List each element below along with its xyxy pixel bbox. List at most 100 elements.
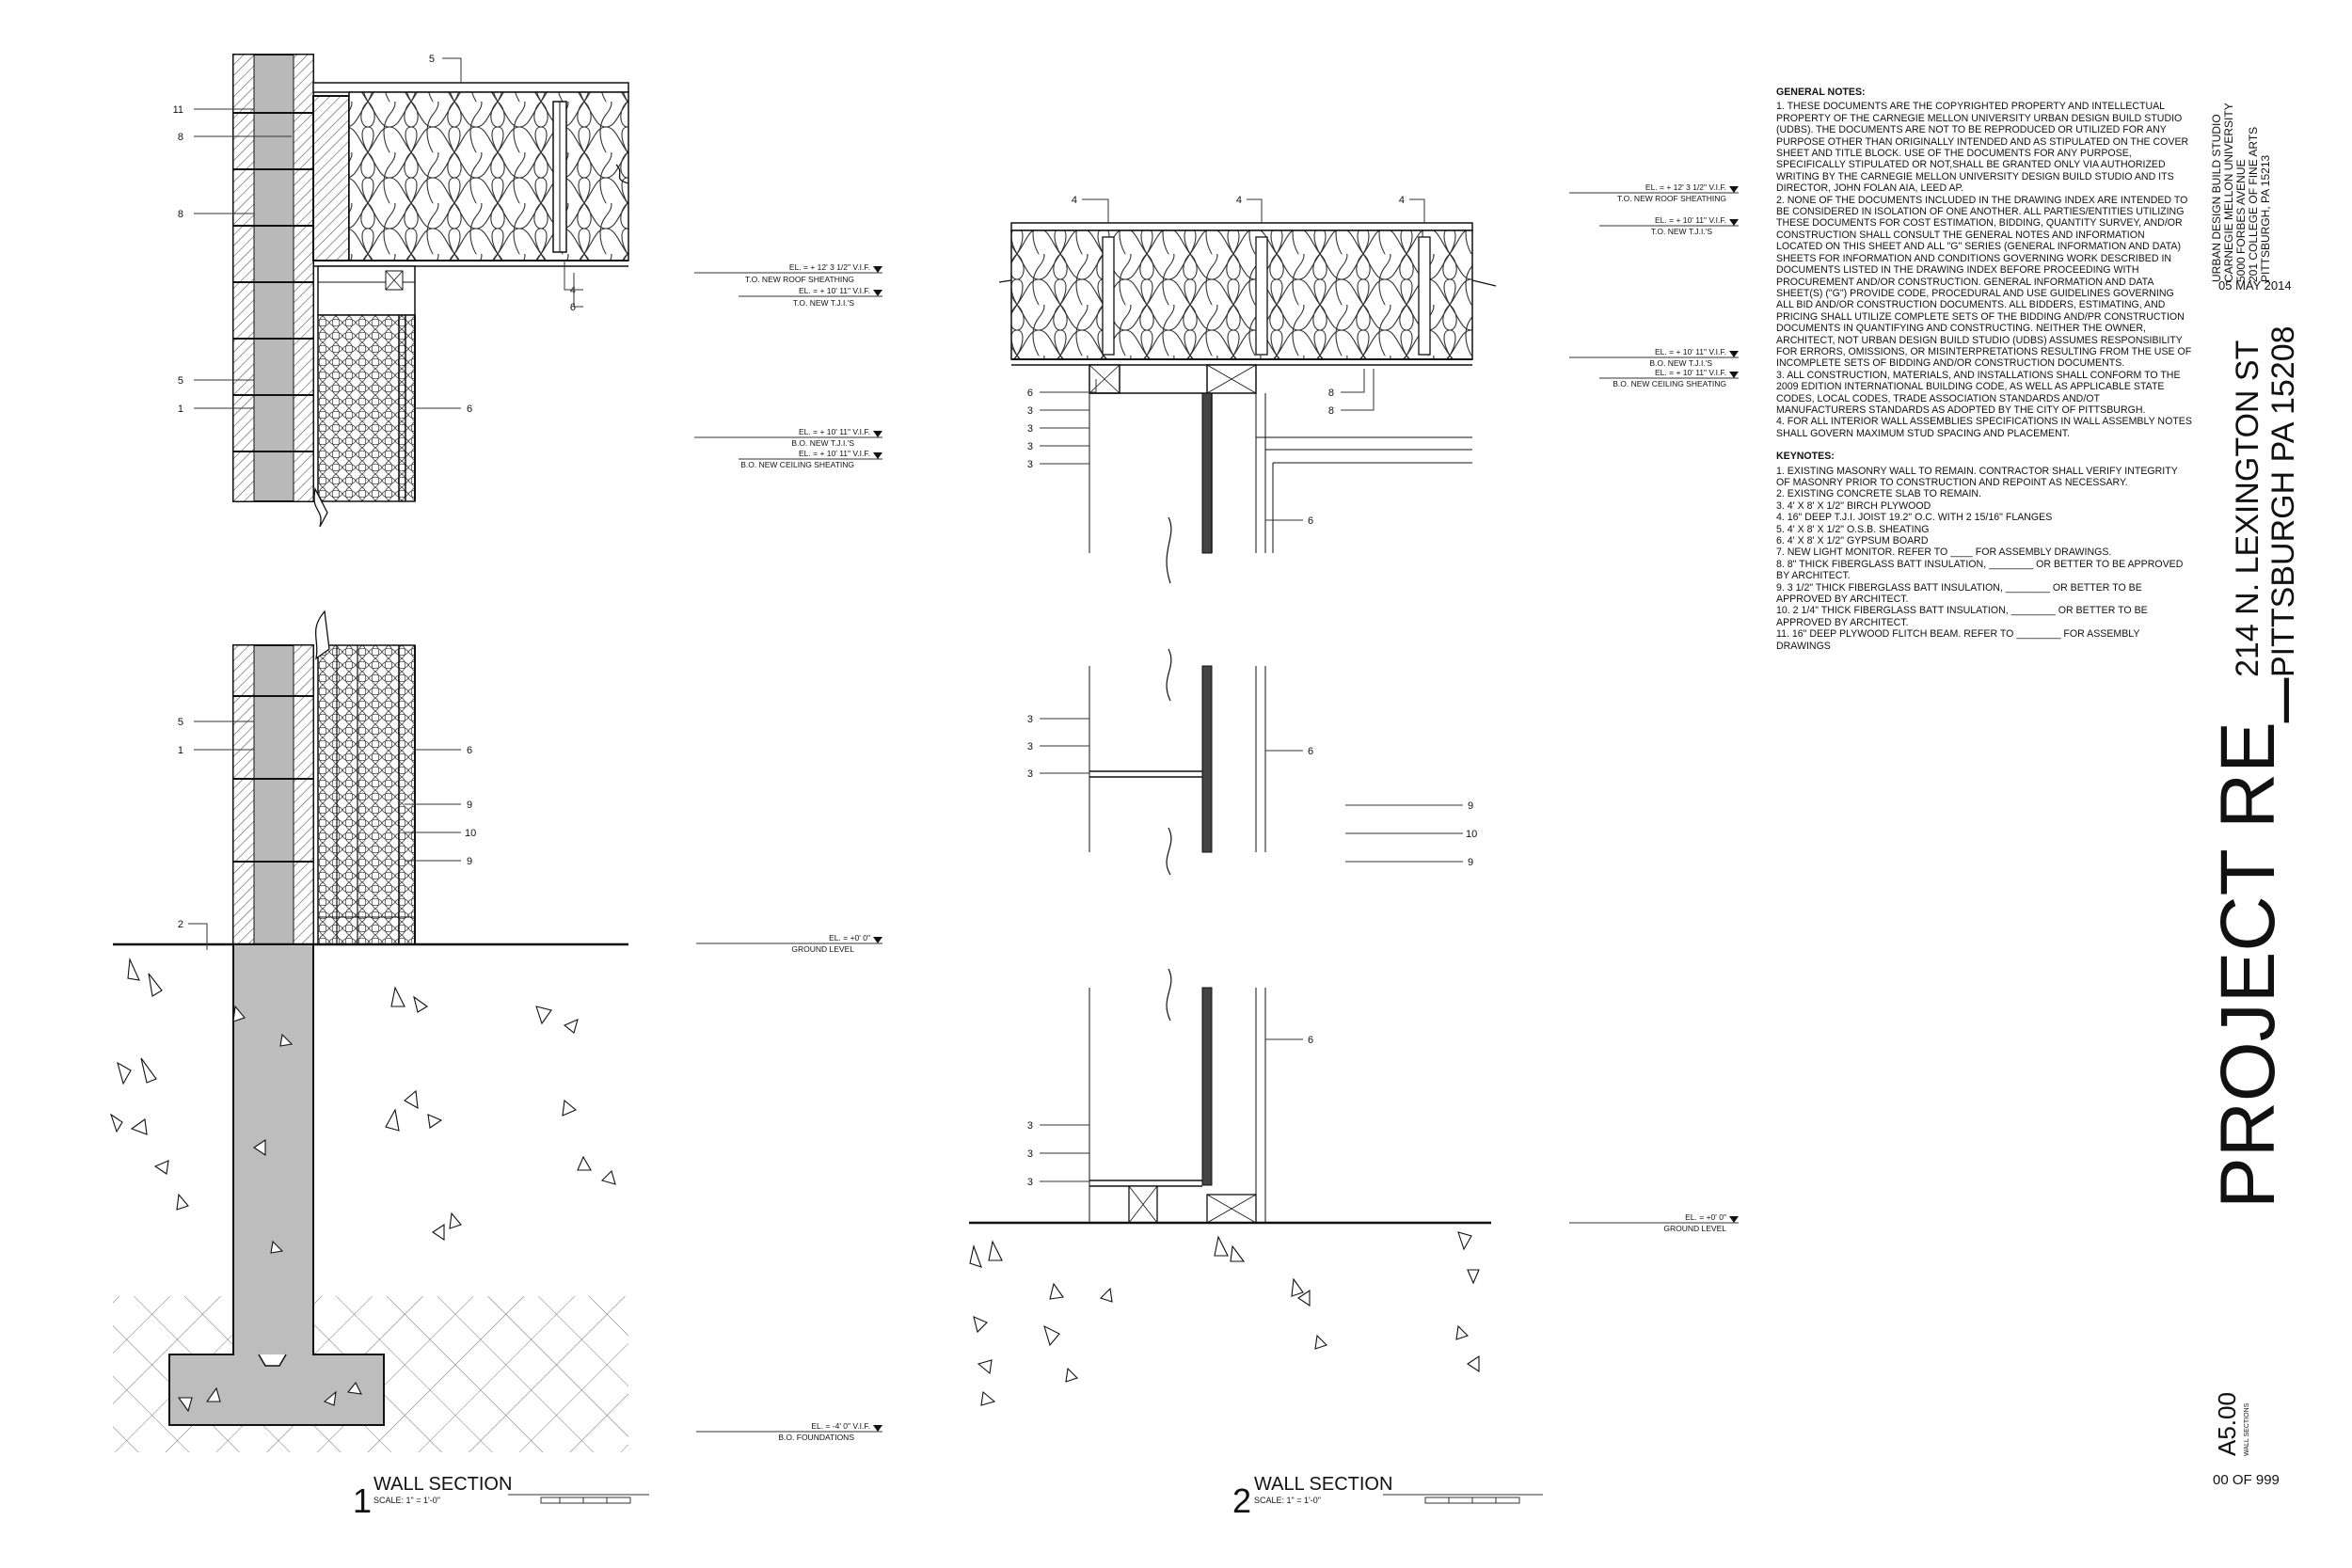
keynote: 4. 16" DEEP T.J.I. JOIST 19.2" O.C. WITH…	[1776, 512, 2053, 524]
callout: 8	[1328, 388, 1334, 399]
elevation-value: EL. = +0' 0"	[829, 933, 870, 942]
issue-date: 05 MAY 2014	[2218, 278, 2292, 293]
section-2-title-block: 2 WALL SECTION SCALE: 1" = 1'-0"	[1232, 1474, 1392, 1520]
elevation-label: GROUND LEVEL	[1663, 1224, 1726, 1233]
sheet-title: WALL SECTIONS	[2244, 1402, 2250, 1456]
callout: 10	[1466, 829, 1477, 840]
elevation-value: EL. = + 10' 11" V.I.F.	[799, 427, 870, 436]
section-1-elevations: EL. = + 12' 3 1/2" V.I.F. T.O. NEW ROOF …	[740, 262, 870, 1442]
section-1-callouts: 11 8 8 5 1 5 4 6 6 5 1 6 9 10 9 2	[173, 54, 576, 930]
keynote: 7. NEW LIGHT MONITOR. REFER TO ____ FOR …	[1776, 546, 2112, 559]
keynote: 2. EXISTING CONCRETE SLAB TO REMAIN.	[1776, 488, 1982, 500]
keynote: 11. 16" DEEP PLYWOOD FLITCH BEAM. REFER …	[1776, 628, 2140, 652]
elevation-value: EL. = + 10' 11" V.I.F.	[1655, 347, 1726, 356]
general-note: 1. THESE DOCUMENTS ARE THE COPYRIGHTED P…	[1776, 101, 2189, 195]
section-number: 2	[1232, 1481, 1251, 1520]
callout: 4	[1072, 195, 1077, 206]
address-line: PITTSBURGH PA 15208	[2265, 325, 2301, 677]
keynote: 8. 8" THICK FIBERGLASS BATT INSULATION, …	[1776, 558, 2184, 582]
callout: 3	[1027, 741, 1033, 752]
elevation-label: B.O. NEW CEILING SHEATING	[1613, 379, 1726, 388]
callout: 8	[178, 209, 183, 220]
callout: 3	[1027, 768, 1033, 780]
callout: 3	[1027, 1177, 1033, 1188]
keynote: 3. 4' X 8' X 1/2" BIRCH PLYWOOD	[1776, 499, 1931, 512]
studio-line: PITTSBURGH, PA 15213	[2259, 154, 2272, 282]
keynote: 10. 2 1/4" THICK FIBERGLASS BATT INSULAT…	[1776, 605, 2148, 628]
section-1-drawing	[109, 54, 882, 1452]
callout: 3	[1027, 423, 1033, 435]
project-name: PROJECT RE_	[2205, 678, 2291, 1209]
callout: 2	[178, 919, 183, 930]
callout: 10	[465, 828, 476, 839]
callout: 6	[467, 404, 472, 415]
section-1-title-block: 1 WALL SECTION SCALE: 1" = 1'-0"	[353, 1474, 512, 1520]
callout: 8	[1328, 405, 1334, 417]
section-title: WALL SECTION	[1254, 1474, 1392, 1495]
callout: 6	[467, 745, 472, 756]
project-address: 214 N. LEXINGTON ST PITTSBURGH PA 15208	[2230, 325, 2301, 677]
elevation-value: EL. = -4' 0" V.I.F.	[811, 1421, 870, 1431]
callout: 5	[178, 717, 183, 728]
elevation-value: EL. = + 10' 11" V.I.F.	[799, 286, 870, 295]
elevation-label: GROUND LEVEL	[791, 944, 854, 954]
address-line: 214 N. LEXINGTON ST	[2230, 340, 2265, 677]
notes-panel: GENERAL NOTES: 1. THESE DOCUMENTS ARE TH…	[1776, 87, 2192, 652]
callout: 9	[467, 856, 472, 867]
sheet-number: A5.00	[2213, 1392, 2241, 1456]
elevation-label: T.O. NEW ROOF SHEATHING	[1617, 194, 1726, 203]
scale-bar-1	[508, 1494, 649, 1504]
section-2-elevations: EL. = + 12' 3 1/2" V.I.F. T.O. NEW ROOF …	[1613, 182, 1726, 1233]
callout: 6	[1308, 746, 1313, 757]
elevation-label: B.O. NEW T.J.I.'S	[791, 438, 854, 448]
callout: 4	[1236, 195, 1242, 206]
elevation-label: T.O. NEW T.J.I.'S	[793, 298, 855, 308]
callout: 5	[178, 375, 183, 387]
callout: 3	[1027, 405, 1033, 417]
elevation-value: EL. = +0' 0"	[1685, 1212, 1726, 1222]
callout: 4	[1399, 195, 1405, 206]
callout: 6	[570, 302, 576, 313]
callout: 1	[178, 404, 183, 415]
section-2-drawing	[969, 186, 1739, 1406]
callout: 9	[1468, 857, 1473, 868]
callout: 4	[570, 285, 576, 296]
elevation-value: EL. = + 10' 11" V.I.F.	[1655, 215, 1726, 225]
section-2-callouts: 4 4 4 6 3 3 3 3 8 8 6 3 3 3 6 9 10 9 6 3…	[1027, 195, 1477, 1188]
studio-address: URBAN DESIGN BUILD STUDIO CARNEGIE MELLO…	[2210, 103, 2272, 282]
elevation-value: EL. = + 10' 11" V.I.F.	[799, 449, 870, 458]
section-scale: SCALE: 1" = 1'-0"	[1254, 1496, 1321, 1505]
scale-bar-2	[1383, 1494, 1543, 1504]
callout: 8	[178, 132, 183, 143]
callout: 5	[429, 54, 435, 65]
callout: 6	[1027, 388, 1033, 399]
keynote: 6. 4' X 8' X 1/2" GYPSUM BOARD	[1776, 535, 1929, 547]
callout: 3	[1027, 1120, 1033, 1132]
elevation-value: EL. = + 10' 11" V.I.F.	[1655, 368, 1726, 377]
section-scale: SCALE: 1" = 1'-0"	[373, 1496, 440, 1505]
sheet-count: 00 OF 999	[2213, 1472, 2280, 1488]
callout: 9	[467, 800, 472, 811]
callout: 6	[1308, 515, 1313, 527]
section-number: 1	[353, 1481, 372, 1520]
callout: 11	[173, 104, 183, 116]
general-note: 2. NONE OF THE DOCUMENTS INCLUDED IN THE…	[1776, 194, 2192, 370]
section-title: WALL SECTION	[373, 1474, 512, 1495]
callout: 1	[178, 745, 183, 756]
general-note: 4. FOR ALL INTERIOR WALL ASSEMBLIES SPEC…	[1776, 416, 2192, 439]
keynote: 1. EXISTING MASONRY WALL TO REMAIN. CONT…	[1776, 465, 2178, 488]
callout: 9	[1468, 800, 1473, 812]
elevation-label: T.O. NEW ROOF SHEATHING	[745, 275, 854, 284]
elevation-label: B.O. FOUNDATIONS	[778, 1433, 854, 1442]
general-note: 3. ALL CONSTRUCTION, MATERIALS, AND INST…	[1776, 369, 2181, 416]
keynote: 9. 3 1/2" THICK FIBERGLASS BATT INSULATI…	[1776, 581, 2142, 606]
keynote: 5. 4' X 8' X 1/2" O.S.B. SHEATING	[1776, 523, 1930, 535]
elevation-value: EL. = + 12' 3 1/2" V.I.F.	[789, 262, 870, 272]
elevation-label: T.O. NEW T.J.I.'S	[1651, 227, 1713, 236]
callout: 6	[1308, 1035, 1313, 1046]
keynotes-heading: KEYNOTES:	[1776, 451, 1835, 463]
callout: 3	[1027, 459, 1033, 470]
callout: 3	[1027, 1148, 1033, 1160]
elevation-value: EL. = + 12' 3 1/2" V.I.F.	[1645, 182, 1726, 192]
